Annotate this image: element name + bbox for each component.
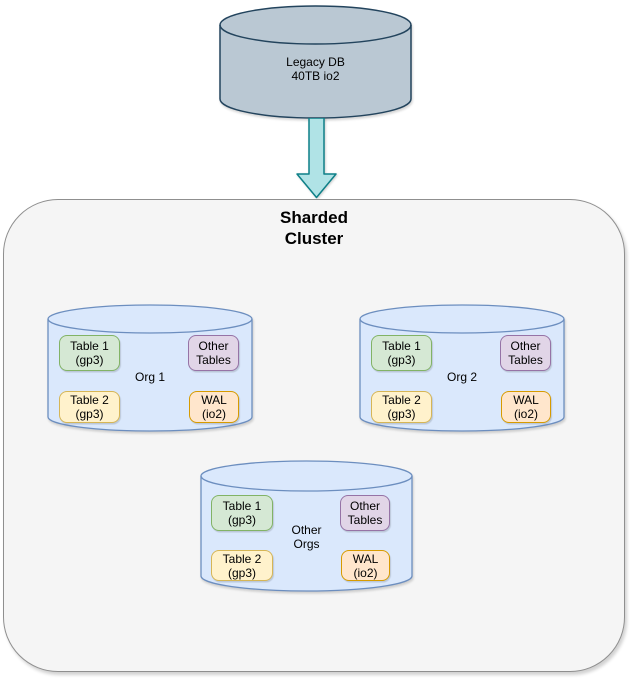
other-tables-box: Other Tables bbox=[188, 335, 239, 371]
table2-gp3-box: Table 2 (gp3) bbox=[211, 550, 273, 581]
shard-label-org2: Org 2 bbox=[446, 370, 477, 384]
other-orgs-db-cylinder: Table 1 (gp3) Other Tables Table 2 (gp3)… bbox=[200, 460, 413, 592]
other-tables-box: Other Tables bbox=[340, 495, 390, 531]
shard-label-other-orgs: Other Orgs bbox=[291, 523, 322, 551]
table1-gp3-box: Table 1 (gp3) bbox=[211, 495, 273, 531]
table2-gp3-box: Table 2 (gp3) bbox=[371, 391, 432, 423]
table2-gp3-box: Table 2 (gp3) bbox=[59, 391, 120, 423]
table1-gp3-box: Table 1 (gp3) bbox=[371, 335, 432, 371]
org2-db-cylinder: Table 1 (gp3) Other Tables Table 2 (gp3)… bbox=[359, 304, 565, 432]
table1-gp3-box: Table 1 (gp3) bbox=[59, 335, 120, 371]
down-arrow-icon bbox=[296, 118, 337, 199]
cylinder-shape bbox=[219, 5, 412, 119]
sharded-cluster-container: Sharded Cluster Table 1 (gp3) Other Tabl… bbox=[3, 199, 625, 672]
shard-label-org1: Org 1 bbox=[134, 370, 165, 384]
wal-io2-box: WAL (io2) bbox=[501, 391, 551, 423]
wal-io2-box: WAL (io2) bbox=[189, 391, 239, 423]
cluster-title: Sharded Cluster bbox=[279, 208, 349, 248]
wal-io2-box: WAL (io2) bbox=[341, 550, 390, 581]
org1-db-cylinder: Table 1 (gp3) Other Tables Table 2 (gp3)… bbox=[47, 304, 253, 432]
legacy-db-label: Legacy DB 40TB io2 bbox=[286, 55, 345, 83]
other-tables-box: Other Tables bbox=[500, 335, 551, 371]
legacy-db-cylinder: Legacy DB 40TB io2 bbox=[219, 5, 412, 119]
